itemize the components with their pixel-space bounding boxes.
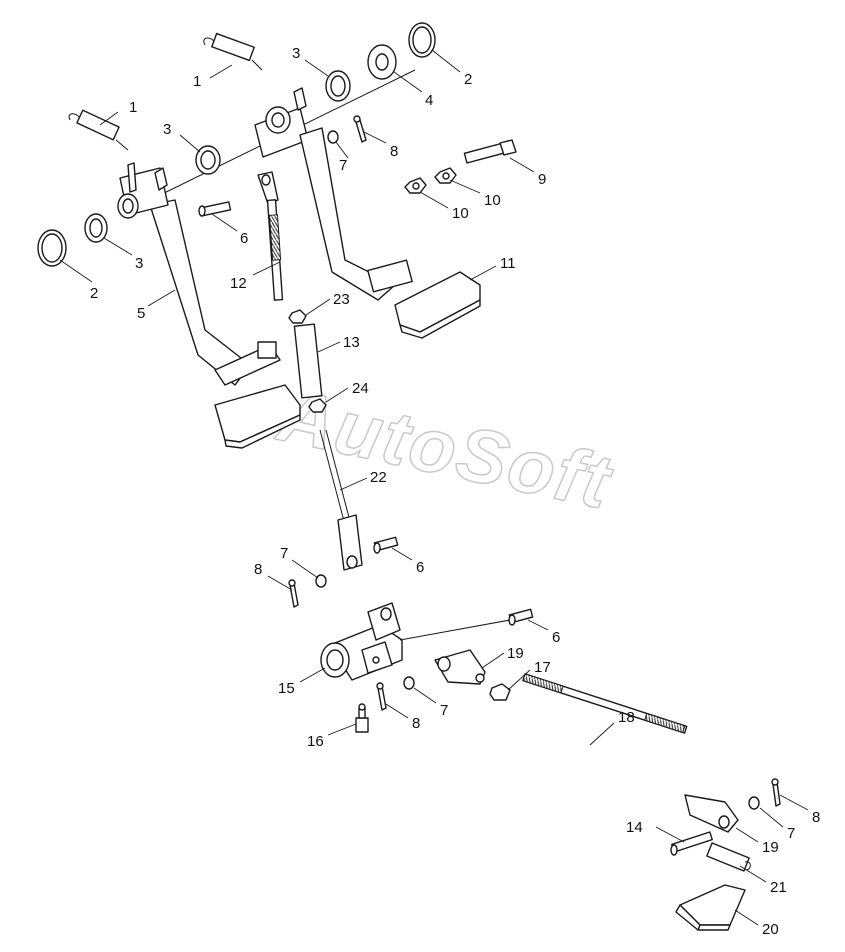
clevis-19-upper [434,649,486,685]
callout-22: 22 [370,469,387,486]
callout-17: 17 [534,659,551,676]
callout-6a: 6 [240,230,248,247]
callout-12: 12 [230,275,247,292]
spring-21 [706,842,751,872]
callout-19b: 19 [762,839,779,856]
callout-1b: 1 [193,73,201,90]
rod-22 [319,429,363,571]
callout-6b: 6 [416,559,424,576]
rod-12 [257,171,284,301]
callout-10a: 10 [452,205,469,222]
callout-2a: 2 [90,285,98,302]
callout-21: 21 [770,879,787,896]
callout-2b: 2 [464,71,472,88]
washer-7-upper [327,130,339,144]
nut-24 [308,398,327,413]
flat-washer-4 [367,44,397,80]
cotter-pin-lower [376,682,387,711]
callout-10b: 10 [484,192,501,209]
callout-7a: 7 [339,157,347,174]
clevis-pin-mid [373,536,399,554]
callout-4: 4 [425,92,433,109]
callout-labels: 1 1 2 2 3 3 3 4 5 6 6 6 7 7 7 7 8 8 8 8 … [90,45,820,938]
cross-shaft-15 [320,602,403,681]
washer-7-mid [315,574,327,588]
nut-23 [288,309,307,324]
callout-1a: 1 [129,99,137,116]
washer-7-bottom [748,796,760,810]
cotter-pin-upper [353,115,367,143]
leader-lines [59,49,809,926]
callout-9: 9 [538,171,546,188]
washer-mid [195,145,221,175]
callout-8d: 8 [812,809,820,826]
callout-7d: 7 [787,825,795,842]
nut-17 [489,683,511,701]
callout-8b: 8 [254,561,262,578]
callout-15: 15 [278,680,295,697]
callout-13: 13 [343,334,360,351]
clevis-pin-lower [508,608,534,626]
grease-fitting-16 [355,703,369,733]
callout-20: 20 [762,921,779,938]
callout-14: 14 [626,819,643,836]
clevis-pin-upper [198,201,232,217]
callout-23: 23 [333,291,350,308]
callout-16: 16 [307,733,324,750]
bolt-9 [463,139,517,164]
callout-7b: 7 [280,545,288,562]
cotter-pin-bottom [771,778,781,807]
right-pedal [254,87,481,339]
callout-8a: 8 [390,143,398,160]
clevis-19-lower [684,794,739,833]
nut-10b [404,177,427,194]
callout-11: 11 [500,255,516,272]
bracket-20 [675,884,746,931]
callout-3a: 3 [135,255,143,272]
return-spring-left [68,109,129,151]
snap-ring-right [408,22,436,58]
washer-top [325,70,351,102]
cotter-pin-mid [288,579,299,608]
pin-axis-line [399,619,511,641]
nut-10a [434,167,457,184]
callout-18: 18 [618,709,635,726]
callout-7c: 7 [440,702,448,719]
snap-ring-left [37,229,67,267]
washer-7-lower [403,676,415,690]
callout-19a: 19 [507,645,524,662]
callout-24: 24 [352,380,369,397]
turnbuckle-13 [293,323,323,399]
clevis-pin-14 [670,831,713,856]
callout-3c: 3 [292,45,300,62]
rod-18 [522,673,688,734]
callout-3b: 3 [163,121,171,138]
return-spring-right [203,32,263,71]
callout-6c: 6 [552,629,560,646]
washer-left [84,213,108,243]
callout-8c: 8 [412,715,420,732]
left-pedal [117,162,301,449]
callout-5: 5 [137,305,145,322]
